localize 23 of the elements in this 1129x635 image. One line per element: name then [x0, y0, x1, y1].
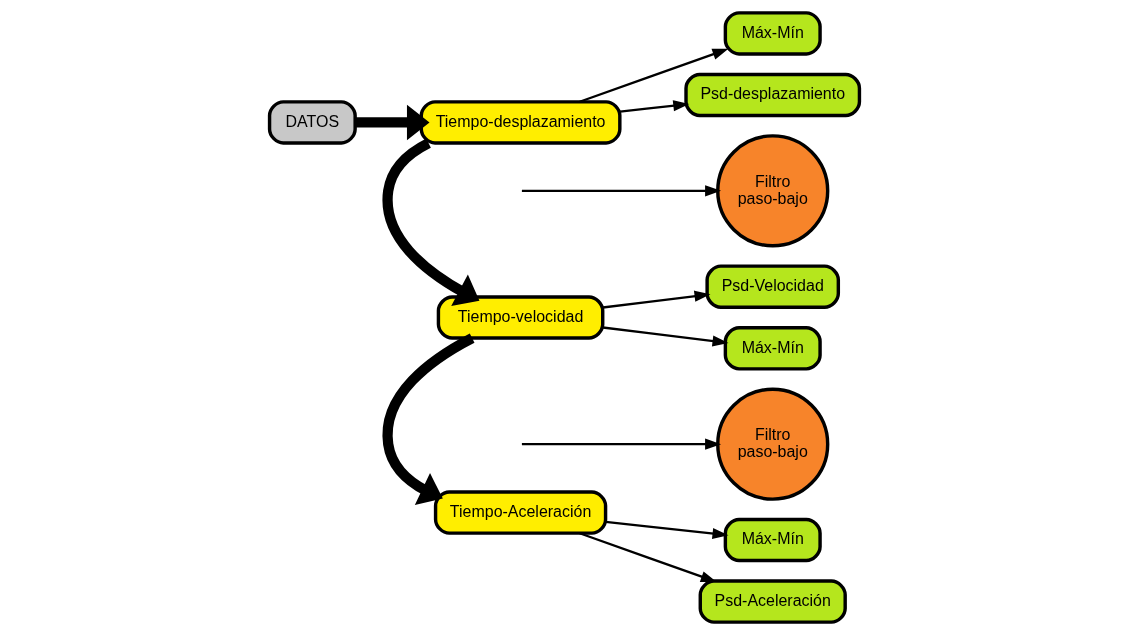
node-box: Psd-desplazamiento	[684, 72, 862, 118]
node-box: Tiempo-velocidad	[436, 295, 605, 340]
node-box: Tiempo-Aceleración	[433, 490, 608, 535]
node-box: Máx-Mín	[723, 517, 822, 563]
node-box: Tiempo-desplazamiento	[419, 100, 622, 145]
node-box: Máx-Mín	[723, 11, 822, 56]
arrow	[579, 48, 729, 103]
arrow	[355, 104, 430, 141]
arrow	[521, 438, 722, 450]
arrow	[602, 290, 711, 309]
arrow	[382, 138, 480, 306]
node-box: Psd-Aceleración	[698, 579, 847, 624]
node-box: Máx-Mín	[723, 326, 822, 371]
arrow	[620, 100, 690, 113]
node-box: DATOS	[267, 100, 357, 145]
arrow	[605, 520, 729, 540]
arrow	[382, 333, 475, 506]
arrow	[602, 326, 729, 347]
node-box: Psd-Velocidad	[705, 264, 841, 309]
arrow	[579, 532, 717, 583]
node-circle: Filtro paso-bajo	[716, 387, 830, 501]
arrow	[521, 185, 722, 197]
node-circle: Filtro paso-bajo	[716, 134, 830, 248]
